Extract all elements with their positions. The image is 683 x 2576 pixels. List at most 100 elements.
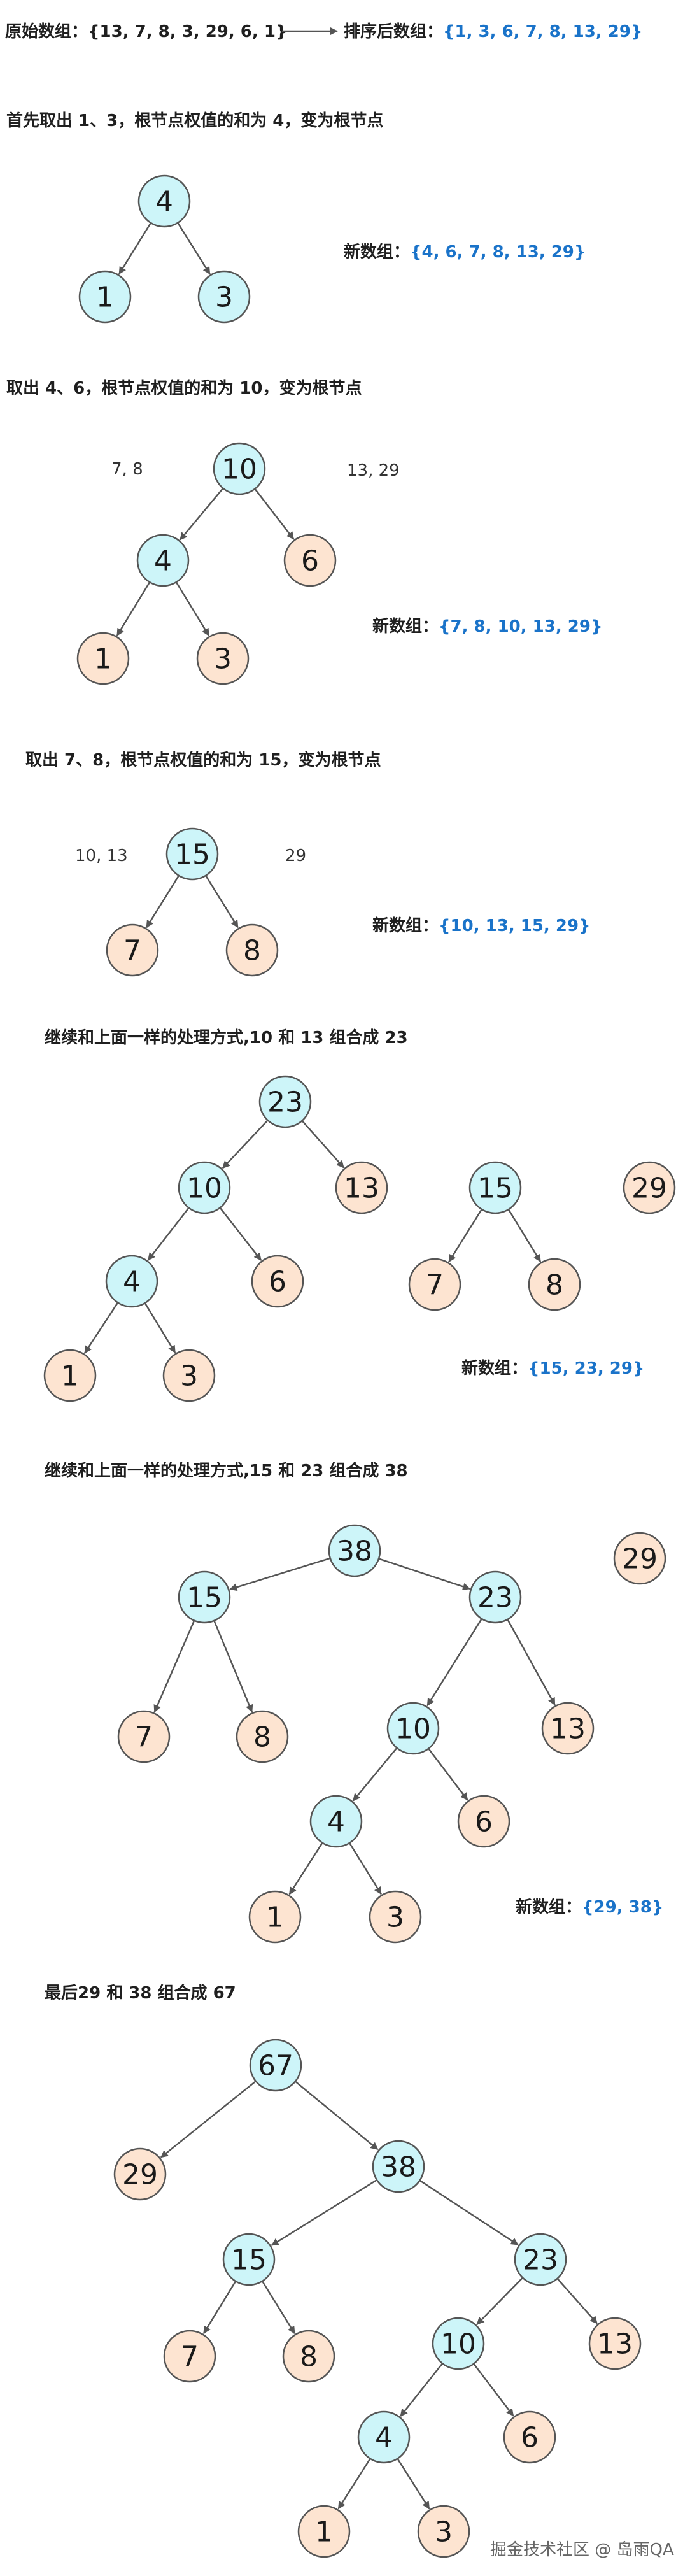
- step2-node-label-10: 10: [222, 453, 257, 486]
- step6-edge-10-4: [400, 2363, 444, 2417]
- step5-edge-23-10: [426, 1618, 482, 1707]
- step6-node-circle-3: [417, 2505, 470, 2558]
- step3-node-circle-7: [106, 923, 159, 977]
- step4-node-label-8: 8: [546, 1269, 563, 1302]
- step4-node-circle-7: [408, 1258, 461, 1311]
- step3-node-circle-15: [165, 827, 219, 881]
- step4-node-label-23: 23: [267, 1086, 303, 1119]
- step6-edge-4-1: [337, 2458, 371, 2510]
- step4-node-29: 29: [623, 1161, 676, 1214]
- step1-node-circle-3: [197, 270, 251, 324]
- step6-node-label-6: 6: [521, 2422, 539, 2454]
- step5-node-circle-3: [369, 1890, 422, 1944]
- step3-edge-15-7: [146, 875, 180, 929]
- step2-node-10: 10: [213, 442, 266, 495]
- step6-node-29: 29: [113, 2147, 167, 2201]
- watermark: 掘金技术社区 @ 岛雨QA: [490, 2540, 674, 2559]
- step4-node-10: 10: [178, 1161, 231, 1214]
- step6-node-circle-13: [588, 2317, 642, 2370]
- step6-node-circle-29: [113, 2147, 167, 2201]
- step5-node-label-8: 8: [253, 1721, 271, 1754]
- step4-edge-15-7: [448, 1209, 482, 1263]
- step5-node-circle-38: [328, 1524, 381, 1577]
- step2-node-circle-4: [136, 534, 190, 587]
- step3-node-label-8: 8: [243, 935, 261, 967]
- step4-node-circle-3: [162, 1349, 216, 1402]
- step4-node-label-3: 3: [180, 1360, 198, 1393]
- step5-node-label-3: 3: [386, 1902, 404, 1934]
- step4-node-15: 15: [468, 1161, 522, 1214]
- step6-node-15: 15: [222, 2233, 276, 2286]
- step6-edge-15-7: [202, 2281, 237, 2335]
- step4-node-13: 13: [335, 1161, 388, 1214]
- step6-node-circle-38: [372, 2140, 425, 2193]
- step4-node-label-7: 7: [426, 1269, 444, 1302]
- step6-node-4: 4: [357, 2410, 411, 2464]
- original-array-value: {13, 7, 8, 3, 29, 6, 1}: [88, 22, 287, 41]
- step5-node-circle-23: [468, 1570, 522, 1624]
- step2-node-circle-6: [283, 534, 337, 587]
- step6-node-circle-6: [503, 2410, 556, 2464]
- step5-node-23: 23: [468, 1570, 522, 1624]
- step6-node-label-7: 7: [181, 2341, 199, 2373]
- step5-node-8: 8: [236, 1710, 289, 1763]
- step4-node-label-10: 10: [187, 1172, 222, 1205]
- step6-node-label-38: 38: [381, 2151, 416, 2184]
- step1-node-3: 3: [197, 270, 251, 324]
- step6-edge-38-23: [419, 2179, 519, 2246]
- step3-node-7: 7: [106, 923, 159, 977]
- step5-node-7: 7: [117, 1710, 171, 1763]
- step4-node-circle-13: [335, 1161, 388, 1214]
- step6-node-label-23: 23: [523, 2244, 558, 2277]
- step2-side-label-right: 13, 29: [347, 461, 400, 480]
- svg-text:排序后数组：{1, 3, 6, 7, 8, 13, 29}: 排序后数组：{1, 3, 6, 7, 8, 13, 29}: [344, 22, 642, 41]
- step5-node-label-10: 10: [395, 1713, 431, 1746]
- step5-node-label-1: 1: [266, 1902, 284, 1934]
- step6-node-label-8: 8: [300, 2341, 318, 2373]
- step5-node-circle-15: [178, 1570, 231, 1624]
- step4-node-label-13: 13: [344, 1172, 379, 1205]
- step6-node-6: 6: [503, 2410, 556, 2464]
- step3-node-8: 8: [225, 923, 279, 977]
- step5-node-3: 3: [369, 1890, 422, 1944]
- step3-node-15: 15: [165, 827, 219, 881]
- step1-new-array: 新数组：{4, 6, 7, 8, 13, 29}: [344, 242, 586, 262]
- step6-node-8: 8: [282, 2330, 335, 2383]
- step5-node-circle-7: [117, 1710, 171, 1763]
- step5-node-circle-6: [457, 1795, 510, 1848]
- step6-node-circle-7: [163, 2330, 216, 2383]
- step1-node-label-4: 4: [155, 186, 173, 218]
- step5-node-circle-4: [309, 1795, 363, 1848]
- step5-node-circle-13: [541, 1702, 595, 1755]
- step1-node-circle-1: [78, 270, 132, 324]
- step2-node-3: 3: [196, 632, 250, 685]
- step4-node-circle-29: [623, 1161, 676, 1214]
- step2-edge-4-1: [116, 581, 151, 637]
- step4-node-4: 4: [105, 1255, 158, 1308]
- step6-edge-23-13: [556, 2278, 598, 2324]
- step3-side-label-right: 29: [285, 846, 306, 865]
- step5-node-circle-1: [248, 1890, 302, 1944]
- step6-node-38: 38: [372, 2140, 425, 2193]
- step1-node-1: 1: [78, 270, 132, 324]
- step4-node-label-1: 1: [61, 1360, 79, 1393]
- step1-node-circle-4: [137, 174, 191, 228]
- step6-node-7: 7: [163, 2330, 216, 2383]
- step6-node-circle-67: [249, 2039, 302, 2092]
- step4-node-23: 23: [258, 1075, 312, 1128]
- step5-node-label-13: 13: [550, 1713, 586, 1746]
- step4-edge-4-1: [83, 1302, 119, 1354]
- step2-new-array: 新数组：{7, 8, 10, 13, 29}: [372, 616, 602, 636]
- step1-node-label-1: 1: [96, 281, 114, 314]
- step4-edge-10-6: [219, 1207, 262, 1261]
- step5-node-label-7: 7: [135, 1721, 153, 1754]
- step6-node-label-4: 4: [375, 2422, 393, 2454]
- step2-edge-4-3: [175, 581, 210, 637]
- step2-heading: 取出 4、6，根节点权值的和为 10，变为根节点: [6, 378, 362, 398]
- step5-node-4: 4: [309, 1795, 363, 1848]
- sorted-array-value: {1, 3, 6, 7, 8, 13, 29}: [443, 22, 642, 41]
- step5-node-label-15: 15: [187, 1582, 222, 1614]
- step3-node-circle-8: [225, 923, 279, 977]
- step4-node-circle-8: [528, 1258, 581, 1311]
